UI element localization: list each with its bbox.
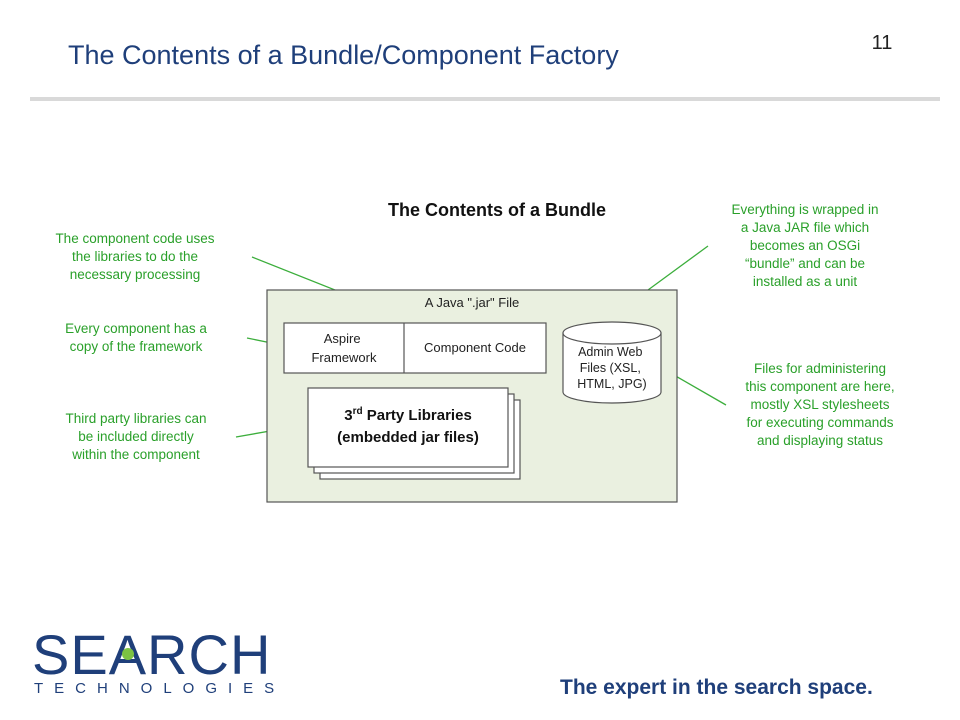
slide-title: The Contents of a Bundle/Component Facto… <box>68 40 619 70</box>
third-party-libraries-stack <box>307 387 521 480</box>
diagram-heading: The Contents of a Bundle <box>388 200 606 220</box>
note-line: this component are here, <box>745 379 895 394</box>
admin-web-files-line: HTML, JPG) <box>577 377 646 391</box>
note-line: within the component <box>72 447 200 462</box>
note-line: necessary processing <box>69 267 201 282</box>
admin-web-files-cylinder <box>562 321 662 404</box>
connector-jar <box>647 245 709 291</box>
note-admin-files: Files for administering this component a… <box>715 360 925 450</box>
note-line: installed as a unit <box>752 274 858 289</box>
note-framework: Every component has a copy of the framew… <box>36 320 236 356</box>
note-line: the libraries to do the <box>71 249 199 264</box>
aspire-framework-line: Aspire <box>324 331 361 346</box>
third-party-title: 3rd Party Libraries <box>344 406 472 424</box>
third-party-base: 3 <box>344 407 352 424</box>
note-line: Everything is wrapped in <box>731 202 879 217</box>
note-jar: Everything is wrapped in a Java JAR file… <box>700 201 910 291</box>
jar-file-label: A Java ".jar" File <box>425 295 520 310</box>
note-third-party: Third party libraries can be included di… <box>36 410 236 464</box>
framework-code-box <box>283 322 547 374</box>
note-line: Files for administering <box>753 361 887 376</box>
note-line: becomes an OSGi <box>749 238 861 253</box>
page-number: 11 <box>871 32 893 54</box>
title-divider <box>30 97 940 101</box>
company-logo-subtitle: TECHNOLOGIES <box>34 680 286 697</box>
note-line: copy of the framework <box>69 339 203 354</box>
component-code-label: Component Code <box>424 340 526 355</box>
admin-web-files-line: Admin Web <box>578 345 642 359</box>
note-line: The component code uses <box>55 231 215 246</box>
note-line: Every component has a <box>65 321 207 336</box>
aspire-framework-label: Aspire Framework <box>311 331 377 365</box>
note-component-code: The component code uses the libraries to… <box>30 230 240 284</box>
note-line: mostly XSL stylesheets <box>750 397 890 412</box>
logo-green-dot-icon <box>122 648 134 660</box>
note-line: and displaying status <box>756 433 884 448</box>
company-logo-wordmark: SEARCH <box>32 623 272 686</box>
company-tagline: The expert in the search space. <box>560 676 873 699</box>
third-party-rest: Party Libraries <box>363 407 472 424</box>
note-line: Third party libraries can <box>65 411 207 426</box>
note-line: for executing commands <box>746 415 894 430</box>
note-line: be included directly <box>78 429 194 444</box>
admin-web-files-line: Files (XSL, <box>580 361 641 375</box>
third-party-subtitle: (embedded jar files) <box>337 429 479 446</box>
note-line: “bundle” and can be <box>744 256 866 271</box>
note-line: a Java JAR file which <box>740 220 870 235</box>
admin-web-files-label: Admin Web Files (XSL, HTML, JPG) <box>577 345 646 391</box>
third-party-sup: rd <box>353 406 363 417</box>
aspire-framework-line: Framework <box>311 350 377 365</box>
